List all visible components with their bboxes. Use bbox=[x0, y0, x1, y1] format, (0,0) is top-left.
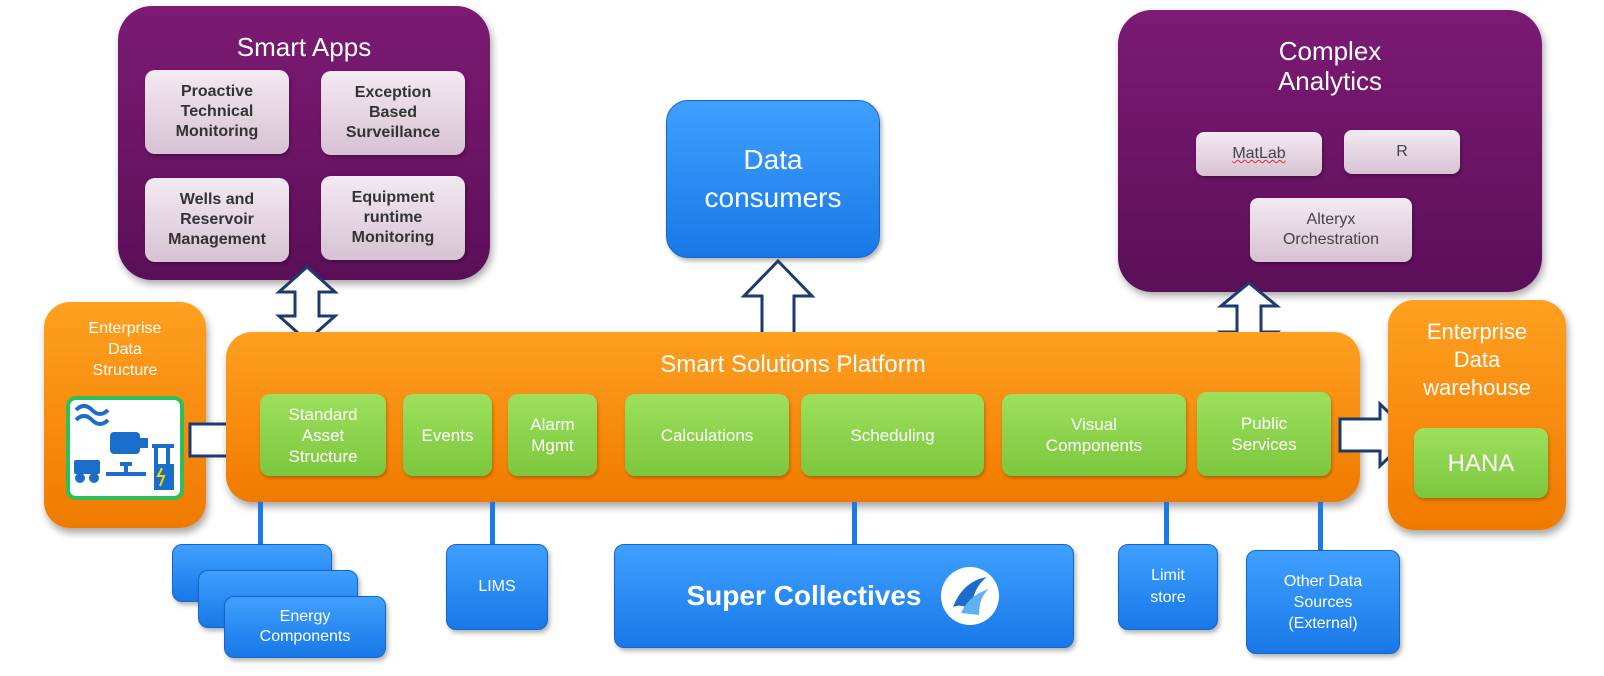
data-consumers-up-arrow-icon bbox=[740, 258, 816, 338]
asset-icons-tile[interactable] bbox=[66, 396, 184, 500]
platform-title: Smart Solutions Platform bbox=[660, 351, 926, 378]
smart-apps-panel: Smart Apps Proactive Technical Monitorin… bbox=[118, 6, 490, 280]
alteryx-orchestration-card[interactable]: Alteryx Orchestration bbox=[1250, 198, 1412, 262]
module-public-services[interactable]: Public Services bbox=[1197, 392, 1331, 476]
data-consumers-box[interactable]: Data consumers bbox=[666, 100, 880, 258]
connector-super-collectives bbox=[852, 502, 857, 548]
wells-reservoir-management-card[interactable]: Wells and Reservoir Management bbox=[145, 178, 289, 262]
enterprise-data-warehouse-title: Enterprise Data warehouse bbox=[1423, 319, 1531, 400]
module-events[interactable]: Events bbox=[403, 394, 492, 476]
module-standard-asset-structure[interactable]: Standard Asset Structure bbox=[260, 394, 386, 476]
module-calculations[interactable]: Calculations bbox=[625, 394, 789, 476]
connector-limit-store bbox=[1164, 502, 1169, 548]
asset-equipment-icon bbox=[74, 404, 174, 490]
limit-store-box[interactable]: Limit store bbox=[1118, 544, 1218, 630]
enterprise-data-structure-panel: Enterprise Data Structure bbox=[44, 302, 206, 528]
proactive-technical-monitoring-card[interactable]: Proactive Technical Monitoring bbox=[145, 70, 289, 154]
alarm-mgmt-label: Alarm Mgmt bbox=[530, 415, 575, 455]
super-collectives-label: Super Collectives bbox=[686, 580, 922, 611]
matlab-label: MatLab bbox=[1232, 145, 1286, 162]
enterprise-data-warehouse-panel: Enterprise Data warehouse HANA bbox=[1388, 300, 1566, 530]
module-scheduling[interactable]: Scheduling bbox=[801, 394, 984, 476]
module-visual-components[interactable]: Visual Components bbox=[1002, 394, 1186, 476]
connector-lims bbox=[490, 502, 495, 548]
lims-box[interactable]: LIMS bbox=[446, 544, 548, 630]
other-data-sources-box[interactable]: Other Data Sources (External) bbox=[1246, 550, 1400, 654]
super-collectives-box[interactable]: Super Collectives bbox=[614, 544, 1074, 648]
connector-other-data bbox=[1318, 502, 1323, 554]
complex-analytics-title: Complex Analytics bbox=[1277, 36, 1383, 96]
equipment-runtime-monitoring-card[interactable]: Equipment runtime Monitoring bbox=[321, 176, 465, 260]
hana-box[interactable]: HANA bbox=[1414, 428, 1548, 498]
matlab-card[interactable]: MatLab bbox=[1196, 132, 1322, 176]
connector-energy bbox=[258, 502, 263, 548]
r-card[interactable]: R bbox=[1344, 130, 1460, 174]
exception-based-surveillance-card[interactable]: Exception Based Surveillance bbox=[321, 71, 465, 155]
smart-apps-title: Smart Apps bbox=[236, 32, 372, 62]
energy-components-box[interactable]: Energy Components bbox=[224, 596, 386, 658]
enterprise-data-structure-title: Enterprise Data Structure bbox=[88, 320, 162, 379]
module-alarm-mgmt[interactable]: Alarm Mgmt bbox=[508, 394, 597, 476]
super-collectives-logo-icon bbox=[941, 567, 1000, 625]
complex-analytics-panel: Complex Analytics MatLab R Alteryx Orche… bbox=[1118, 10, 1542, 292]
smart-solutions-platform-panel: Smart Solutions Platform bbox=[226, 332, 1360, 502]
